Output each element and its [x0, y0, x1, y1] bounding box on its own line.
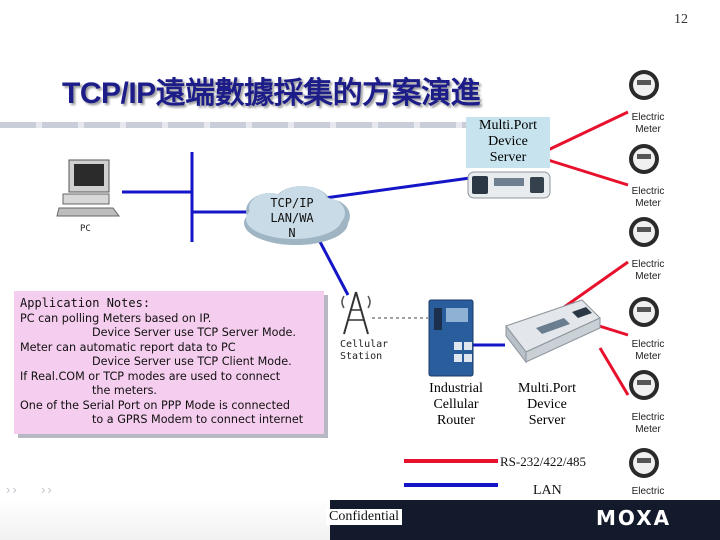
- label-line: Meter: [618, 424, 678, 436]
- notes-line: One of the Serial Port on PPP Mode is co…: [20, 399, 290, 412]
- label-line: Device: [506, 397, 588, 413]
- cloud-label-line: N: [252, 226, 332, 241]
- label-line: Station: [340, 351, 388, 363]
- electric-meter-icon: [627, 68, 661, 102]
- cloud-label-line: TCP/IP: [252, 196, 332, 211]
- label-line: Multi.Port: [466, 118, 550, 134]
- electric-meter-icon: [627, 215, 661, 249]
- device-server-icon: [500, 296, 604, 368]
- notes-line: to a GPRS Modem to connect internet: [92, 413, 303, 426]
- electric-meter-icon: [627, 446, 661, 480]
- label-line: Multi.Port: [506, 381, 588, 397]
- moxa-logo: MOXA: [596, 506, 671, 530]
- meter-label: Electric Meter: [618, 412, 678, 436]
- meter-label: Electric Meter: [618, 186, 678, 210]
- cellular-station-label: Cellular Station: [340, 339, 388, 363]
- label-line: Electric: [618, 259, 678, 271]
- label-line: Electric: [618, 339, 678, 351]
- meter-label: Electric: [618, 486, 678, 498]
- notes-line: If Real.COM or TCP modes are used to con…: [20, 370, 280, 383]
- device-server-icon: [466, 168, 552, 202]
- label-line: Electric: [618, 112, 678, 124]
- label-line: Meter: [618, 351, 678, 363]
- legend-serial-label: RS-232/422/485: [500, 454, 586, 470]
- label-line: Server: [466, 150, 550, 166]
- label-line: Electric: [618, 412, 678, 424]
- label-line: Electric: [618, 186, 678, 198]
- notes-title: Application Notes:: [20, 296, 150, 310]
- meter-label: Electric Meter: [618, 112, 678, 136]
- pc-icon: [55, 158, 125, 220]
- label-line: Cellular: [340, 339, 388, 351]
- label-line: Meter: [618, 271, 678, 283]
- top-device-server-label: Multi.Port Device Server: [466, 117, 550, 168]
- label-line: Router: [420, 413, 492, 429]
- label-line: Cellular: [420, 397, 492, 413]
- electric-meter-icon: [627, 368, 661, 402]
- chevron-decoration-icon: ›› ››: [6, 482, 54, 497]
- legend-lan-label: LAN: [533, 483, 562, 499]
- serial-link-1: [548, 112, 628, 150]
- meter-label: Electric Meter: [618, 339, 678, 363]
- label-line: Meter: [618, 198, 678, 210]
- label-line: Industrial: [420, 381, 492, 397]
- label-line: Electric: [618, 486, 678, 498]
- notes-line: Device Server use TCP Client Mode.: [92, 355, 292, 368]
- notes-line: the meters.: [92, 384, 157, 397]
- industrial-router-label: Industrial Cellular Router: [420, 381, 492, 429]
- cloud-label: TCP/IP LAN/WA N: [252, 196, 332, 241]
- pc-label: PC: [80, 224, 91, 234]
- cloud-label-line: LAN/WA: [252, 211, 332, 226]
- notes-line: Meter can automatic report data to PC: [20, 341, 236, 354]
- notes-line: Device Server use TCP Server Mode.: [92, 326, 296, 339]
- label-line: Meter: [618, 124, 678, 136]
- footer-confidential: Confidential: [326, 509, 402, 525]
- legend-swatches: [400, 443, 500, 495]
- label-line: Server: [506, 413, 588, 429]
- serial-link-2: [548, 160, 628, 185]
- bottom-device-server-label: Multi.Port Device Server: [506, 381, 588, 429]
- meter-label: Electric Meter: [618, 259, 678, 283]
- notes-line: PC can polling Meters based on IP.: [20, 312, 211, 325]
- industrial-router-icon: [426, 298, 476, 378]
- label-line: Device: [466, 134, 550, 150]
- cell-tower-icon: [338, 288, 374, 336]
- electric-meter-icon: [627, 295, 661, 329]
- electric-meter-icon: [627, 142, 661, 176]
